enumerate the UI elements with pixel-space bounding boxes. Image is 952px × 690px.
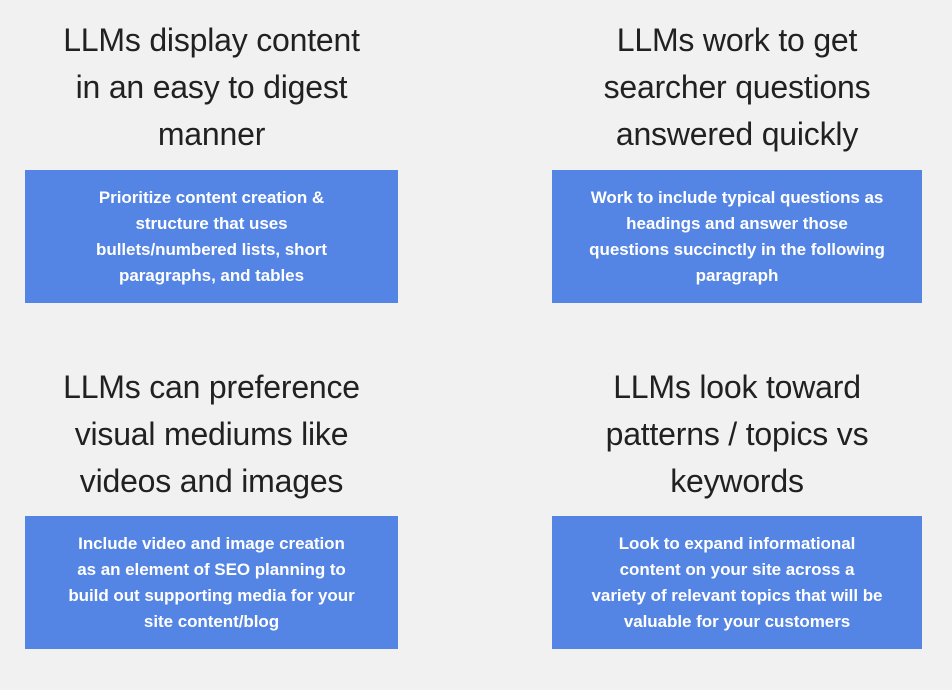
quadrant-searcher-questions: LLMs work to get searcher questions answ…: [476, 0, 952, 345]
quadrant-card-searcher-questions: Work to include typical questions as hea…: [552, 170, 922, 303]
quadrant-heading-patterns-topics: LLMs look toward patterns / topics vs ke…: [605, 369, 869, 499]
quadrant-heading-content-display: LLMs display content in an easy to diges…: [63, 22, 360, 152]
quadrant-card-visual-mediums: Include video and image creation as an e…: [25, 516, 398, 649]
quadrant-patterns-topics: LLMs look toward patterns / topics vs ke…: [476, 345, 952, 690]
quadrant-content-display: LLMs display content in an easy to diges…: [0, 0, 476, 345]
quadrant-heading-searcher-questions: LLMs work to get searcher questions answ…: [603, 22, 871, 152]
quadrant-card-patterns-topics: Look to expand informational content on …: [552, 516, 922, 649]
quadrant-visual-mediums: LLMs can preference visual mediums like …: [0, 345, 476, 690]
quadrant-card-content-display: Prioritize content creation & structure …: [25, 170, 398, 303]
quadrant-heading-visual-mediums: LLMs can preference visual mediums like …: [63, 369, 360, 499]
